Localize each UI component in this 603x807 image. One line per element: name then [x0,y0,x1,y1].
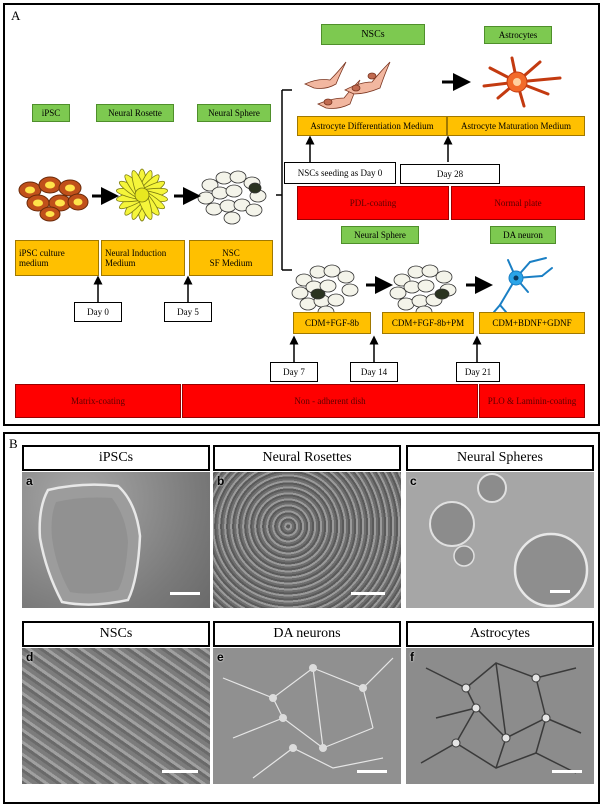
panel-b-letter: B [9,436,18,451]
title-neural-spheres: Neural Spheres [406,445,594,471]
medium-neural-induction: Neural Induction Medium [101,240,185,276]
timepoint-day5: Day 5 [164,302,212,322]
medium-ipsc-culture: iPSC culture medium [15,240,99,276]
coating-pdl: PDL-coating [297,186,449,220]
label-astrocytes: Astrocytes [484,26,552,44]
da-neuron-illustration [493,257,553,313]
neural-rosette-illustration [115,168,169,222]
coating-non-adherent: Non - adherent dish [182,384,478,418]
scale-bar-f [552,770,582,773]
photo-letter-d: d [26,650,34,664]
astrocyte-image [420,662,582,774]
label-neural-rosette: Neural Rosette [96,104,174,122]
photo-ipscs: a [22,472,210,608]
medium-astro-mat: Astrocyte Maturation Medium [447,116,585,136]
medium-cdm-fgf-pm: CDM+FGF-8b+PM [382,312,474,334]
coating-plo: PLO & Laminin-coating [479,384,585,418]
photo-astrocytes: f [406,648,594,784]
timepoint-day0: Day 0 [74,302,122,322]
neural-sphere-illustration-1 [197,170,267,225]
astrocyte-illustration [482,56,562,108]
scale-bar-d [162,770,198,773]
nsc-illustration [304,61,391,109]
neural-sphere-illustration-3 [389,264,457,319]
label-neural-sphere-mid: Neural Sphere [341,226,419,244]
medium-cdm-bdnf: CDM+BDNF+GDNF [479,312,585,334]
label-neural-sphere-top: Neural Sphere [197,104,271,122]
timepoint-day28: Day 28 [400,164,500,184]
title-da-neurons: DA neurons [213,621,401,647]
scale-bar-e [357,770,387,773]
title-astrocytes: Astrocytes [406,621,594,647]
ipsc-colony-image [38,483,142,606]
coating-matrix: Matrix-coating [15,384,181,418]
da-neuron-image [222,657,394,779]
scale-bar-c [550,590,570,593]
photo-letter-c: c [410,474,417,488]
label-nscs: NSCs [321,24,425,45]
photo-letter-e: e [217,650,224,664]
timepoint-day14: Day 14 [350,362,398,382]
timepoint-nsc-seed: NSCs seeding as Day 0 [284,162,396,184]
ipsc-colony-illustration [18,176,89,222]
scale-bar-a [170,592,200,595]
sphere-image [429,473,589,608]
label-da-neuron: DA neuron [490,226,556,244]
medium-nsc-sf: NSC SF Medium [189,240,273,276]
label-ipsc: iPSC [32,104,70,122]
scale-bar-b [351,592,385,595]
title-ipscs: iPSCs [22,445,210,471]
medium-astro-diff: Astrocyte Differentiation Medium [297,116,447,136]
neural-sphere-illustration-2 [291,264,359,319]
coating-normal: Normal plate [451,186,585,220]
timepoint-day7: Day 7 [270,362,318,382]
photo-neural-rosettes: b [213,472,401,608]
panel-a-letter: A [11,8,21,23]
photo-letter-f: f [410,650,414,664]
title-neural-rosettes: Neural Rosettes [213,445,401,471]
medium-cdm-fgf: CDM+FGF-8b [293,312,371,334]
photo-nscs: d [22,648,210,784]
photo-da-neurons: e [213,648,401,784]
photo-letter-b: b [217,474,225,488]
timepoint-day21: Day 21 [456,362,500,382]
photo-neural-spheres: c [406,472,594,608]
photo-letter-a: a [26,474,33,488]
title-nscs: NSCs [22,621,210,647]
